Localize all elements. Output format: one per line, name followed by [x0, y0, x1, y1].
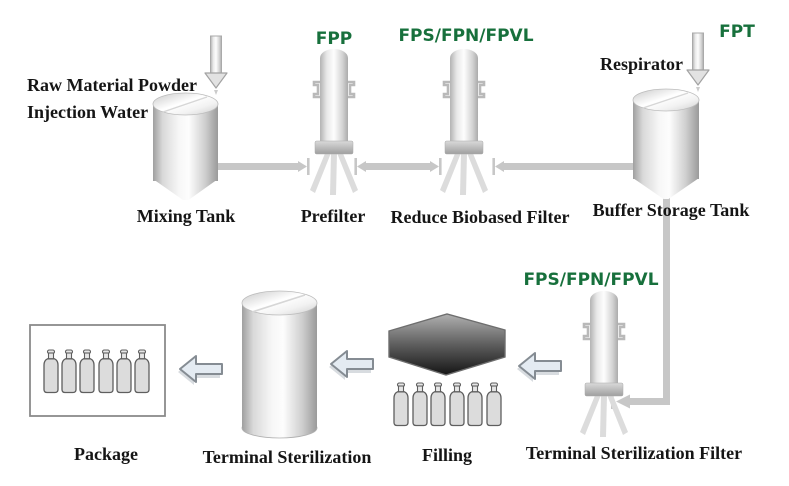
pipe-joint-icon [354, 158, 366, 175]
pipe-joint-icon [298, 158, 310, 175]
respirator-arrow-icon [686, 32, 710, 93]
raw-material-label: Raw Material Powder [27, 75, 197, 95]
bottle-icon [393, 382, 409, 427]
package-station [29, 324, 166, 417]
pipe-buffer-down [663, 192, 670, 405]
pipe-arrow-icon [616, 394, 630, 409]
flow-arrow-filling-to-sterilization-icon [328, 350, 374, 381]
pipe-mixing-to-prefilter [218, 163, 298, 170]
prefilter-filter [308, 47, 360, 197]
reduce-filter-code-label: FPS/FPN/FPVL [398, 26, 533, 46]
bottle-icon [412, 382, 428, 427]
reduce-biobased-filter-label: Reduce Biobased Filter [391, 207, 570, 227]
filling-hopper [388, 313, 506, 376]
bottle-icon [430, 382, 446, 427]
prefilter-code-label: FPP [316, 29, 353, 49]
pipe-prefilter-to-reduce [366, 163, 430, 170]
bottle-icon [467, 382, 483, 427]
pipe-joint-icon [492, 158, 504, 175]
inlet-arrow-icon [204, 35, 228, 96]
filling-station [388, 313, 506, 427]
package-label: Package [74, 444, 138, 464]
bottle-icon [486, 382, 502, 427]
reduce-biobased-filter [438, 47, 490, 197]
respirator-code-label: FPT [719, 22, 755, 42]
respirator-label: Respirator [600, 54, 683, 74]
terminal-sterilization-vessel [241, 290, 318, 439]
pipe-reduce-to-buffer [504, 163, 633, 170]
bottle-icon [449, 382, 465, 427]
mixing-tank [152, 92, 219, 200]
flow-arrow-sterilization-to-package-icon [177, 355, 223, 386]
flow-arrow-filter-to-filling-icon [516, 352, 562, 383]
terminal-filter-code-label: FPS/FPN/FPVL [523, 270, 658, 290]
prefilter-label: Prefilter [301, 206, 366, 226]
terminal-sterilization-filter-label: Terminal Sterilization Filter [526, 443, 742, 463]
pipe-to-terminal-filter [630, 398, 670, 405]
filling-label: Filling [422, 445, 472, 465]
injection-water-label: Injection Water [27, 102, 148, 122]
buffer-storage-tank [632, 88, 700, 199]
buffer-storage-tank-label: Buffer Storage Tank [593, 200, 750, 220]
pipe-joint-icon [430, 158, 442, 175]
filling-bottles [393, 382, 502, 427]
mixing-tank-label: Mixing Tank [137, 206, 236, 226]
terminal-sterilization-label: Terminal Sterilization [203, 447, 372, 467]
terminal-sterilization-filter [578, 289, 630, 439]
